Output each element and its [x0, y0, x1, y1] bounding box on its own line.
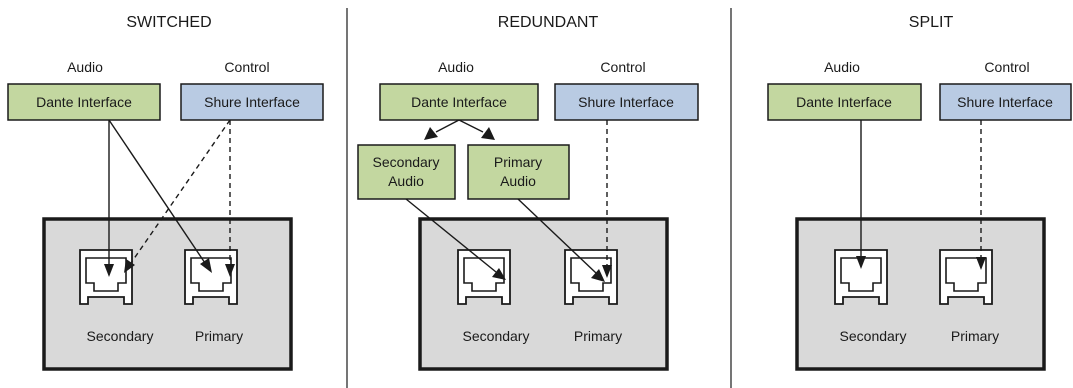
- device-enclosure: [418, 217, 669, 371]
- device-enclosure: [795, 217, 1046, 371]
- switched-panel: SWITCHED Audio Control Dante Interface S…: [7, 14, 324, 371]
- dante-interface-label: Dante Interface: [411, 94, 507, 110]
- dante-to-secondary-audio-line: [435, 119, 460, 133]
- arrowhead: [492, 268, 506, 280]
- audio-label: Audio: [67, 59, 103, 75]
- dante-interface-box: [767, 83, 922, 121]
- secondary-audio-label-line2: Audio: [388, 173, 424, 189]
- control-label: Control: [600, 59, 645, 75]
- arrowhead: [104, 264, 114, 277]
- primary-audio-to-port-line: [517, 198, 597, 274]
- primary-port-label: Primary: [951, 328, 999, 344]
- secondary-audio-label-line1: Secondary: [373, 154, 440, 170]
- primary-audio-label-line2: Audio: [500, 173, 536, 189]
- arrowhead: [976, 257, 986, 270]
- audio-to-primary-line: [108, 119, 206, 264]
- arrowhead: [602, 265, 612, 278]
- shure-interface-box: [180, 83, 324, 121]
- split-panel: SPLIT Audio Control Dante Interface Shur…: [767, 14, 1072, 371]
- panel-title: SPLIT: [909, 14, 954, 31]
- dante-interface-box: [379, 83, 539, 121]
- panel-title: SWITCHED: [126, 14, 211, 31]
- control-label: Control: [224, 59, 269, 75]
- arrowhead: [225, 264, 235, 277]
- dante-interface-label: Dante Interface: [796, 94, 892, 110]
- arrowhead: [200, 258, 212, 273]
- secondary-port-label: Secondary: [463, 328, 530, 344]
- secondary-port-icon: [79, 249, 133, 305]
- secondary-port-label: Secondary: [840, 328, 907, 344]
- secondary-audio-to-port-line: [405, 198, 497, 273]
- dante-interface-box: [7, 83, 161, 121]
- secondary-port-icon: [834, 249, 888, 305]
- panel-title: REDUNDANT: [498, 14, 599, 31]
- primary-port-icon: [564, 249, 618, 305]
- dante-interface-label: Dante Interface: [36, 94, 132, 110]
- secondary-port-icon: [457, 249, 511, 305]
- secondary-audio-box: [357, 144, 456, 200]
- control-label: Control: [984, 59, 1029, 75]
- secondary-port-label: Secondary: [87, 328, 154, 344]
- primary-port-label: Primary: [574, 328, 622, 344]
- arrowhead: [481, 127, 495, 140]
- shure-interface-label: Shure Interface: [578, 94, 674, 110]
- primary-port-icon: [184, 249, 238, 305]
- arrowhead: [856, 256, 866, 269]
- audio-label: Audio: [438, 59, 474, 75]
- redundant-panel: REDUNDANT Audio Control Dante Interface …: [357, 14, 699, 371]
- shure-interface-label: Shure Interface: [957, 94, 1053, 110]
- shure-interface-label: Shure Interface: [204, 94, 300, 110]
- shure-interface-box: [939, 83, 1072, 121]
- arrowhead: [591, 269, 605, 282]
- shure-interface-box: [554, 83, 699, 121]
- arrowhead: [124, 259, 135, 273]
- arrowhead: [424, 127, 438, 140]
- primary-audio-label-line1: Primary: [494, 154, 542, 170]
- control-to-secondary-line: [130, 119, 231, 264]
- dante-to-primary-audio-line: [458, 119, 484, 133]
- primary-port-label: Primary: [195, 328, 243, 344]
- audio-label: Audio: [824, 59, 860, 75]
- primary-audio-box: [467, 144, 570, 200]
